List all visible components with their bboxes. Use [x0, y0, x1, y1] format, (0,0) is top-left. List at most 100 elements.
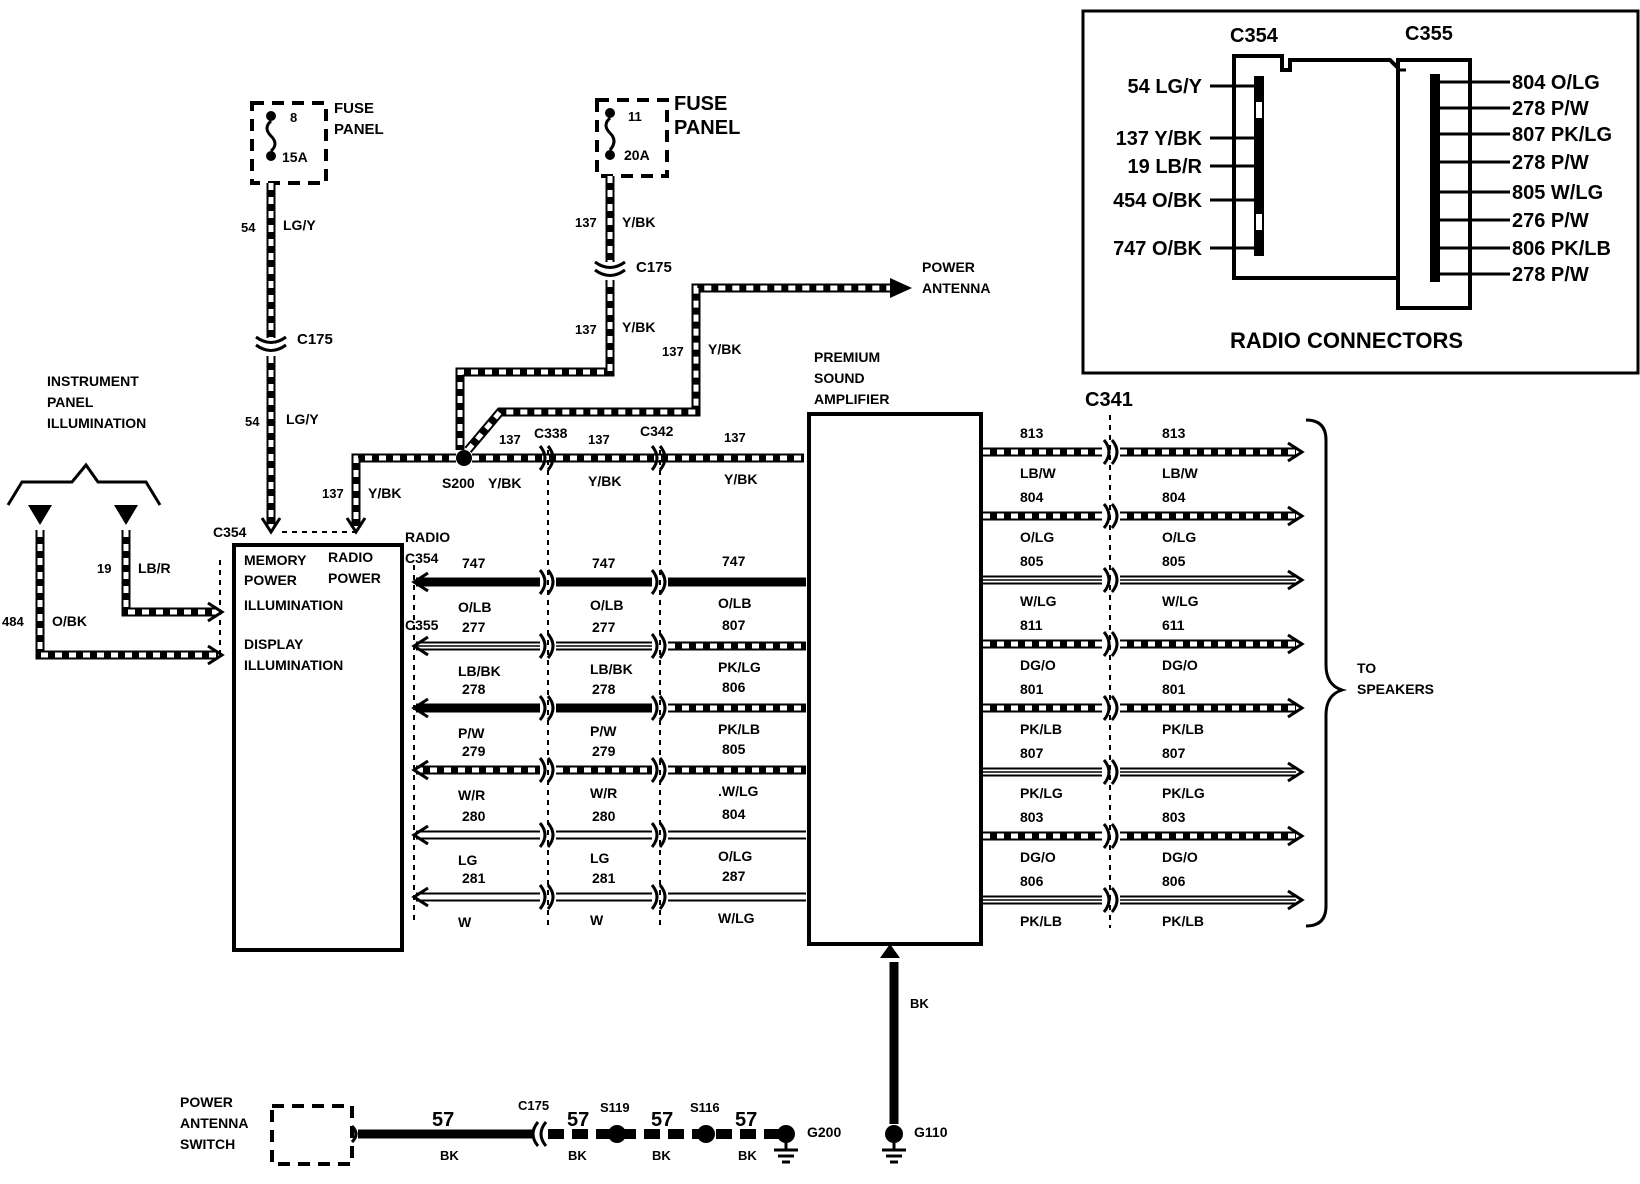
inset-c354-empty-pin-2	[1256, 214, 1262, 230]
gw-c4: BK	[738, 1148, 757, 1163]
row3-a-num: 278	[462, 681, 486, 697]
fuse-11-label1: FUSE	[674, 93, 727, 115]
spk2-arrow	[1287, 505, 1305, 527]
amp-l2: SOUND	[814, 370, 865, 386]
wire-137-to-radio	[351, 453, 456, 528]
c342-conn-137	[650, 445, 667, 471]
spk6-arrow	[1287, 761, 1305, 783]
row3-c338	[538, 695, 555, 721]
spk4-l-num: 811	[1020, 617, 1043, 633]
wire-19	[121, 530, 218, 617]
spk3-l-col: W/LG	[1020, 593, 1057, 609]
w137c-col: Y/BK	[708, 341, 741, 357]
spk1-r-col: LB/W	[1162, 465, 1199, 481]
spk4-l-col: DG/O	[1020, 657, 1056, 673]
w19-num: 19	[97, 561, 111, 576]
row6-c342	[650, 884, 667, 910]
wire-137-splice-feed	[455, 280, 615, 450]
row2-b-col: LB/BK	[590, 661, 633, 677]
row5-b-col: LG	[590, 850, 610, 866]
inset-right-label-3: 807 PK/LG	[1512, 124, 1612, 146]
g200-dot	[777, 1125, 795, 1143]
spk6-r-col: PK/LG	[1162, 785, 1205, 801]
g110-label: G110	[914, 1124, 948, 1140]
to-speakers-l1: TO	[1357, 660, 1376, 676]
row1-arrow	[411, 571, 429, 593]
inset-title: RADIO CONNECTORS	[1230, 328, 1463, 353]
radio-display: DISPLAY	[244, 636, 304, 652]
w137a-col: Y/BK	[622, 214, 655, 230]
c342-label: C342	[640, 423, 674, 439]
radio-c354-top-label: C354	[213, 524, 247, 540]
amp-l1: PREMIUM	[814, 349, 880, 365]
row6-c-col: W/LG	[718, 910, 755, 926]
w137d-col: Y/BK	[368, 485, 401, 501]
radio-side-c354: C354	[405, 550, 439, 566]
inset-right-label-7: 806 PK/LB	[1512, 238, 1611, 260]
inset-c355: C355	[1405, 23, 1453, 45]
c338-conn-137	[538, 445, 555, 471]
w54b-num: 54	[245, 414, 260, 429]
row4-b-num: 279	[592, 743, 616, 759]
inset-right-label-1: 804 O/LG	[1512, 72, 1600, 94]
spk3-l-num: 805	[1020, 553, 1044, 569]
row5-c338	[538, 822, 555, 848]
row-labels: 747O/LB747O/LB747O/LB277LB/BK277LB/BK807…	[458, 553, 761, 930]
s116-splice	[697, 1125, 715, 1143]
row4-a-num: 279	[462, 743, 486, 759]
s116-label: S116	[690, 1100, 720, 1115]
row4-a-col: W/R	[458, 787, 485, 803]
gw-n1: 57	[432, 1109, 454, 1131]
ground-switch-tab	[350, 1124, 358, 1144]
row5-c-col: O/LG	[718, 848, 752, 864]
row6-b-num: 281	[592, 870, 616, 886]
w54a-num: 54	[241, 220, 256, 235]
spk2-r-col: O/LG	[1162, 529, 1196, 545]
radio-power2: POWER	[328, 570, 381, 586]
row4-c-col: .W/LG	[718, 783, 759, 799]
row1-c-num: 747	[722, 553, 746, 569]
bulb-arrow-left-icon	[28, 505, 52, 525]
fuse-11-label2: PANEL	[674, 117, 740, 139]
row3-c-num: 806	[722, 679, 746, 695]
row3-a-col: P/W	[458, 725, 485, 741]
amp-ground-arrow-icon	[880, 944, 900, 958]
row1-a-num: 747	[462, 555, 486, 571]
row2-c338	[538, 633, 555, 659]
inset-right-label-2: 278 P/W	[1512, 98, 1589, 120]
spk7-l-col: DG/O	[1020, 849, 1056, 865]
power-antenna-arrow-icon	[890, 278, 912, 298]
spk8-l-num: 806	[1020, 873, 1044, 889]
c175-bottom-label: C175	[518, 1098, 549, 1113]
w137c-num: 137	[662, 344, 684, 359]
w137f-col: Y/BK	[588, 473, 621, 489]
spk6-c341	[1102, 759, 1119, 785]
bk-label: BK	[910, 996, 929, 1011]
row5-a-col: LG	[458, 852, 478, 868]
radio-side-c355: C355	[405, 617, 439, 633]
radio-radio: RADIO	[328, 549, 373, 565]
spk6-l-num: 807	[1020, 745, 1044, 761]
spk4-r-col: DG/O	[1162, 657, 1198, 673]
row1-c-col: O/LB	[718, 595, 751, 611]
row5-a-num: 280	[462, 808, 486, 824]
spk5-r-col: PK/LB	[1162, 721, 1204, 737]
w137e-col: Y/BK	[488, 475, 521, 491]
radio-illumination2: ILLUMINATION	[244, 657, 343, 673]
gw-c3: BK	[652, 1148, 671, 1163]
speakers-brace	[1305, 418, 1348, 928]
fuse-8-box	[250, 101, 328, 185]
fuse-8-num: 8	[290, 110, 297, 125]
power-antenna-switch-box	[270, 1104, 354, 1166]
fuse-8-label1: FUSE	[334, 100, 374, 117]
inset-c354-body	[1232, 54, 1400, 280]
spk8-r-col: PK/LB	[1162, 913, 1204, 929]
inset-left-label-3: 19 LB/R	[1128, 156, 1203, 178]
c354-pin-arrow-left	[260, 517, 282, 535]
row3-c342	[650, 695, 667, 721]
inset-c355-shell	[1396, 58, 1472, 310]
row1-c338	[538, 569, 555, 595]
row3-b-num: 278	[592, 681, 616, 697]
ip-illum-l1: INSTRUMENT	[47, 373, 139, 389]
radio-unit-box	[232, 543, 404, 952]
